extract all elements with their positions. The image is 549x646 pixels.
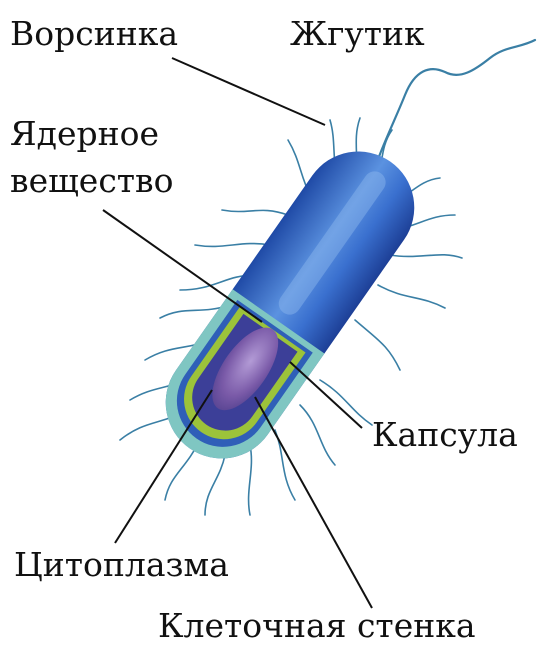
label-nucleoid-line1: Ядерное: [10, 114, 159, 153]
label-cytoplasm: Цитоплазма: [14, 545, 229, 584]
flagellum: [370, 40, 535, 182]
label-flagellum: Жгутик: [290, 14, 425, 53]
label-cell-wall: Клеточная стенка: [158, 606, 476, 645]
label-capsule: Капсула: [372, 415, 518, 454]
label-nucleoid-line2: вещество: [10, 161, 174, 200]
label-pili: Ворсинка: [10, 14, 178, 53]
